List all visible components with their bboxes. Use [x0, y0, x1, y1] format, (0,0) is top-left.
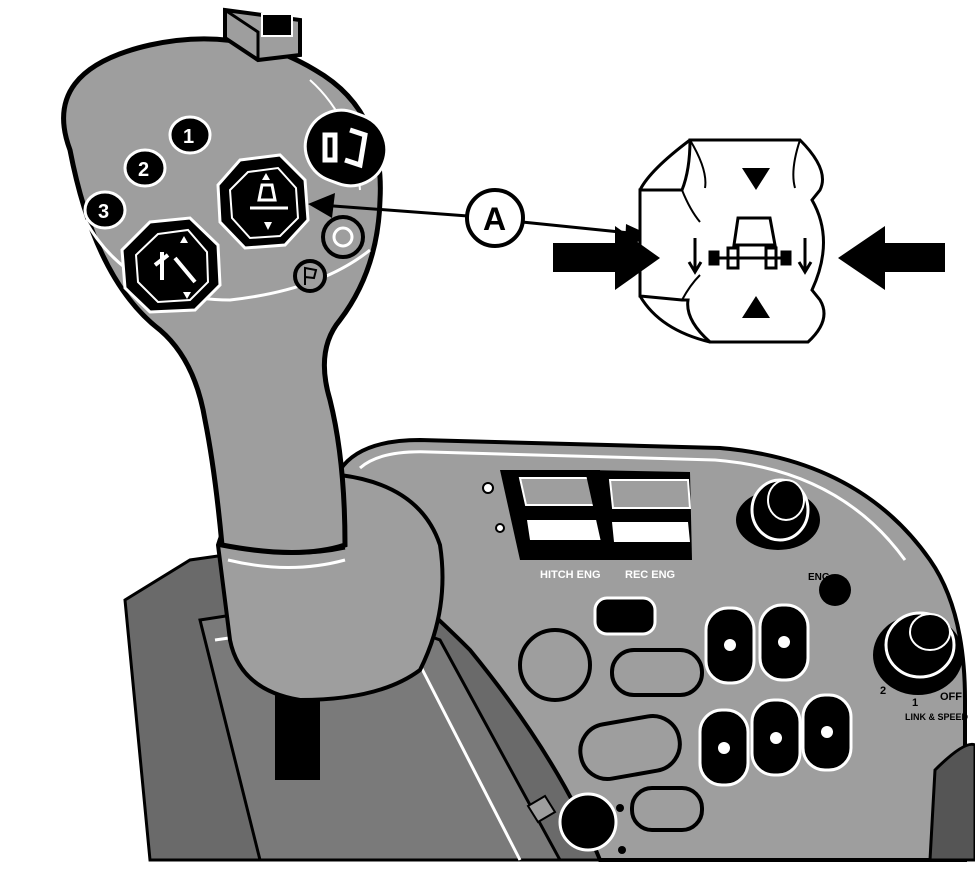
lower-triangle-icon	[742, 168, 770, 190]
raise-triangle-icon	[742, 296, 770, 318]
scv-left-label: HITCH ENG	[540, 569, 601, 581]
dial-legend: LINK & SPEED	[905, 712, 969, 722]
lower-rotary-dial[interactable]: 1 2 OFF LINK & SPEED	[873, 611, 969, 722]
switch-detail	[638, 138, 826, 344]
console-key-3[interactable]	[576, 712, 684, 784]
left-arrow-icon	[553, 226, 660, 290]
memory-buttons[interactable]: 1 2 3	[83, 115, 212, 230]
memory-label-2: 2	[138, 159, 149, 181]
callout-label: A	[483, 201, 506, 237]
right-arrow-icon	[838, 226, 945, 290]
bottom-button-left[interactable]	[558, 792, 618, 852]
dial-label-2: 2	[880, 685, 886, 697]
pointer-arrows	[553, 226, 945, 290]
console-key-2[interactable]	[610, 648, 704, 697]
flag-button[interactable]	[293, 259, 327, 293]
console-key-1[interactable]	[506, 616, 605, 715]
memory-button-2[interactable]	[123, 148, 167, 188]
knob-label: ENG	[808, 572, 830, 583]
joystick-handle[interactable]	[61, 7, 445, 703]
small-handle-buttons[interactable]	[293, 215, 365, 293]
memory-button-1[interactable]	[168, 115, 212, 155]
console-keys[interactable]	[506, 596, 704, 784]
bottom-buttons[interactable]	[526, 786, 704, 854]
hitch-icon	[687, 216, 813, 275]
scv-right-label: REC ENG	[625, 569, 675, 581]
callout-badge	[465, 188, 525, 248]
shuttle-button[interactable]	[295, 100, 397, 196]
memory-button-3[interactable]	[83, 190, 127, 230]
scv-levers[interactable]: HITCH ENG REC ENG	[482, 470, 692, 581]
dial-label-1: 1	[912, 697, 918, 709]
dial-off-label: OFF	[940, 691, 962, 703]
bottom-button-right[interactable]	[630, 786, 704, 832]
hitch-switch-on-handle[interactable]	[216, 153, 310, 250]
speed-switch-on-handle[interactable]	[120, 216, 222, 314]
upper-rotary-knob[interactable]: ENG	[736, 478, 851, 606]
console-key-4[interactable]	[593, 596, 657, 636]
memory-label-1: 1	[183, 126, 194, 148]
memory-label-3: 3	[98, 201, 109, 223]
